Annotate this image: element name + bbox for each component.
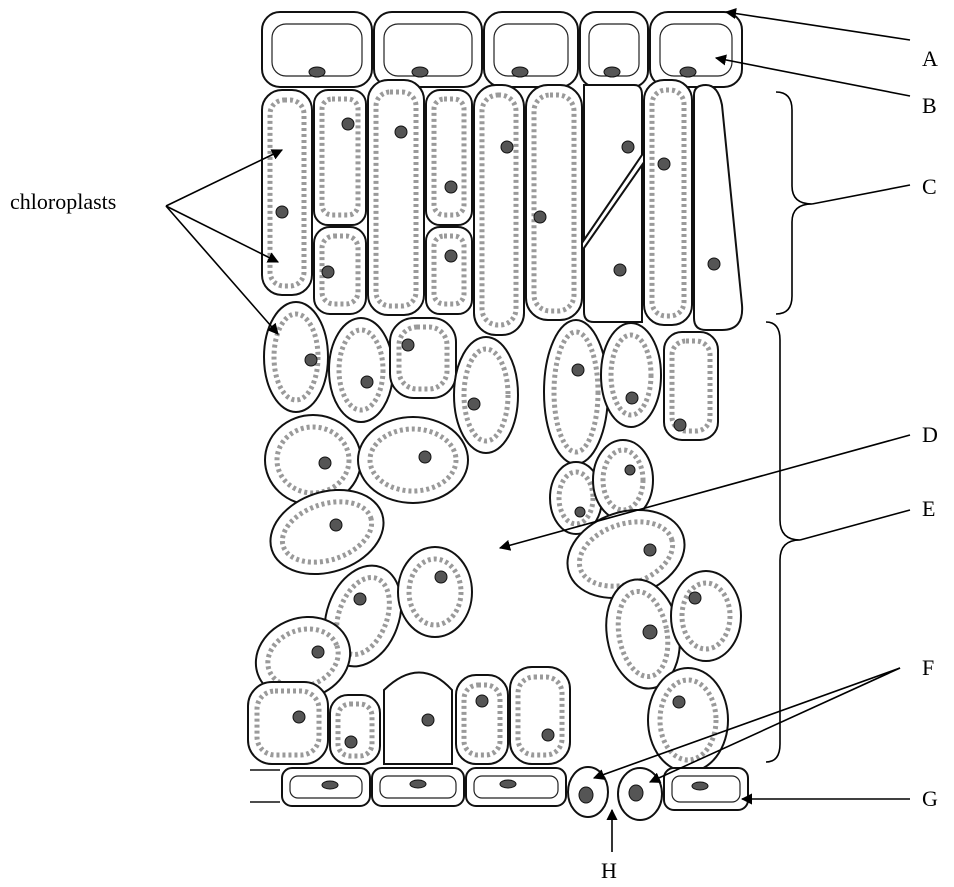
leader-c: [812, 185, 910, 204]
label-d: D: [922, 424, 938, 446]
leader-e: [800, 510, 910, 540]
label-a: A: [922, 48, 938, 70]
brace-e: [766, 322, 800, 762]
label-f: F: [922, 657, 934, 679]
leader-a: [726, 12, 910, 40]
palisade-mesophyll: [262, 80, 742, 335]
spongy-mesophyll: [244, 302, 741, 772]
label-h: H: [601, 860, 617, 882]
lower-epidermis: [250, 767, 748, 820]
upper-epidermis: [262, 12, 742, 87]
brace-c: [776, 92, 812, 314]
label-b: B: [922, 95, 937, 117]
label-c: C: [922, 176, 937, 198]
label-e: E: [922, 498, 935, 520]
label-chloroplasts: chloroplasts: [10, 191, 116, 213]
label-g: G: [922, 788, 938, 810]
leader-b: [716, 58, 910, 96]
